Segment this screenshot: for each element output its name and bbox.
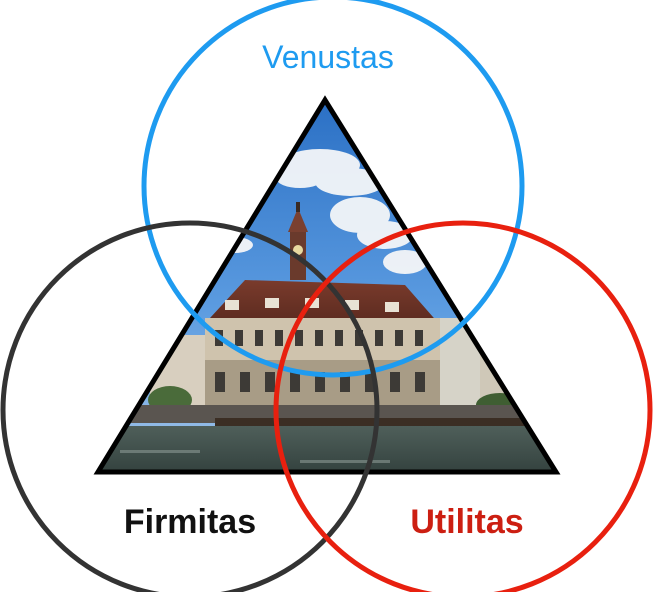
venustas-label: Venustas [262,39,394,75]
utilitas-label: Utilitas [410,503,523,541]
triangle-outline [93,95,561,475]
firmitas-circle [0,220,380,592]
venustas-circle [141,0,525,378]
firmitas-label: Firmitas [124,503,256,541]
utilitas-circle [273,220,653,592]
